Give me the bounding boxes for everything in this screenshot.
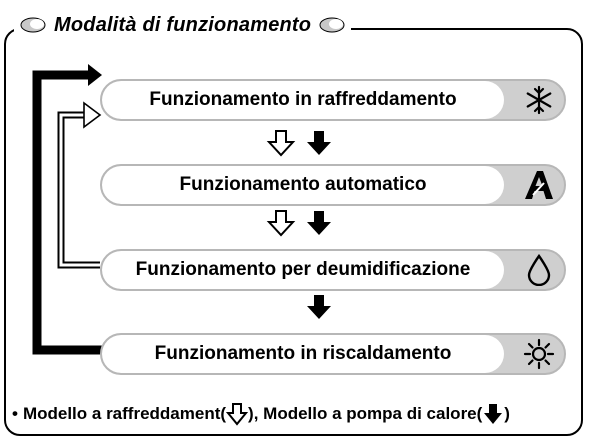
mode-label-dehumidification: Funzionamento per deumidificazione [102, 251, 504, 289]
auto-a-icon [522, 168, 556, 202]
mode-box-cooling: Funzionamento in raffreddamento [100, 79, 566, 121]
solid-down-arrow-3 [307, 295, 331, 319]
diagram-title: Modalità di funzionamento [54, 13, 312, 36]
hollow-down-arrow-legend-icon [226, 403, 249, 426]
heating-loop-arrowhead [88, 64, 102, 86]
solid-down-arrow-1 [307, 131, 331, 155]
title-left-bullet-icon [20, 17, 46, 33]
mode-box-auto: Funzionamento automatico [100, 164, 566, 206]
mode-label-auto: Funzionamento automatico [102, 166, 504, 204]
solid-down-arrow-2 [307, 211, 331, 235]
title-right-bullet-icon [319, 17, 345, 33]
cooling-loop-line [57, 111, 100, 269]
heating-loop-line [32, 70, 102, 355]
mode-label-cooling: Funzionamento in raffreddamento [102, 81, 504, 119]
mode-box-dehumidification: Funzionamento per deumidificazione [100, 249, 566, 291]
mode-box-heating: Funzionamento in riscaldamento [100, 333, 566, 375]
droplet-icon [522, 253, 556, 287]
solid-down-arrow-legend-icon [484, 404, 503, 424]
title-bar: Modalità di funzionamento [14, 8, 352, 42]
sun-icon [522, 337, 556, 371]
footnote: • Modello a raffreddament( ), Modello a … [12, 402, 510, 426]
snowflake-icon [522, 83, 556, 117]
hollow-down-arrow-2 [266, 210, 296, 237]
footnote-text-2: ), Modello a pompa di calore( [248, 404, 483, 423]
mode-label-heating: Funzionamento in riscaldamento [102, 335, 504, 373]
footnote-bullet: • [12, 404, 18, 423]
footnote-text-1: Modello a raffreddament( [22, 404, 227, 423]
cooling-loop-arrowhead [83, 101, 102, 129]
hollow-down-arrow-1 [266, 130, 296, 157]
cooling-loop-line-inner [59, 113, 100, 267]
footnote-text-3: ) [504, 404, 510, 423]
